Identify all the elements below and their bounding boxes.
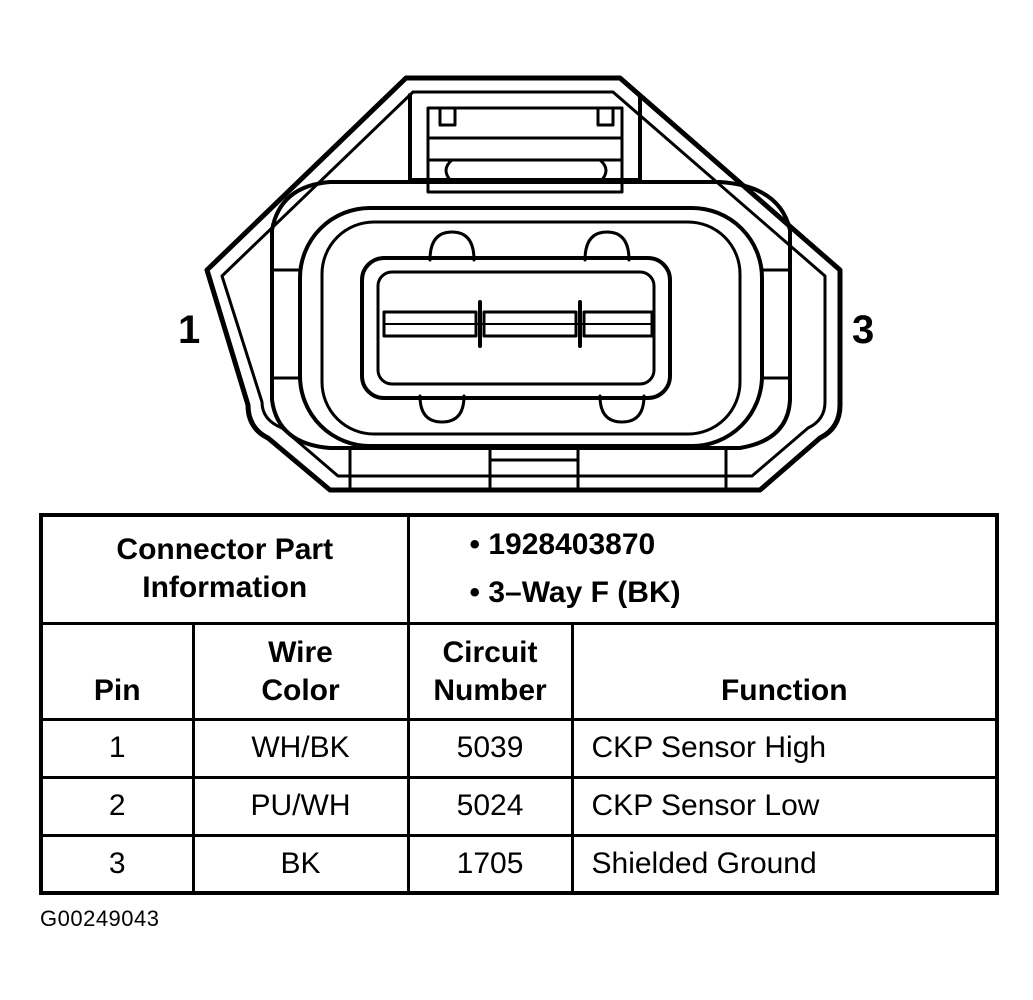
pin-3-label: 3 <box>852 308 875 352</box>
header-wire-color-line: Wire <box>268 635 333 669</box>
connector-info-row: Connector Part Information • 1928403870 … <box>39 513 999 625</box>
connector-info-label: Connector Part Information <box>39 513 410 625</box>
key-bump <box>583 230 631 262</box>
lock-tab-ear <box>596 106 615 127</box>
terminal-cavity-inner <box>376 270 656 386</box>
table-row: 3 BK 1705 Shielded Ground <box>39 833 999 895</box>
cell-wire-color: BK <box>191 833 410 895</box>
cell-pin: 2 <box>39 775 195 837</box>
connector-outer-housing <box>204 75 843 493</box>
connector-side-step-right <box>760 268 792 380</box>
cell-wire-color: PU/WH <box>191 775 410 837</box>
connector-side-step-left <box>270 268 302 380</box>
header-circuit-line: Number <box>433 673 547 707</box>
header-wire-color: Wire Color <box>191 621 410 721</box>
header-wire-color-line: Color <box>261 673 340 707</box>
cell-function: Shielded Ground <box>570 833 999 895</box>
key-bump <box>418 394 466 424</box>
lock-tab-ear <box>438 106 457 127</box>
header-row: Pin Wire Color Circuit Number Function <box>39 621 999 721</box>
figure-id: G00249043 <box>40 906 160 931</box>
connector-outer-housing-inner-edge <box>220 90 827 478</box>
connector-info-label-line: Information <box>142 571 308 605</box>
header-function: Function <box>570 621 999 721</box>
cell-function: CKP Sensor High <box>570 717 999 779</box>
connector-bottom-rib <box>348 446 492 492</box>
connector-body <box>270 180 792 450</box>
cell-function: CKP Sensor Low <box>570 775 999 837</box>
connector-lock-tab-frame <box>426 106 624 194</box>
header-circuit-number: Circuit Number <box>406 621 574 721</box>
header-pin: Pin <box>39 621 195 721</box>
cell-circuit: 5024 <box>406 775 574 837</box>
connector-type: • 3–Way F (BK) <box>469 576 681 610</box>
key-bump <box>598 394 646 424</box>
table-row: 1 WH/BK 5039 CKP Sensor High <box>39 717 999 779</box>
cell-pin: 3 <box>39 833 195 895</box>
key-bump <box>428 230 476 262</box>
connector-inner-frame-edge <box>320 220 742 436</box>
table-row: 2 PU/WH 5024 CKP Sensor Low <box>39 775 999 837</box>
connector-inner-frame <box>298 206 764 448</box>
connector-part-number: • 1928403870 <box>469 528 656 562</box>
terminal-cavity <box>360 256 672 400</box>
pin-1-label: 1 <box>178 308 201 352</box>
header-circuit-line: Circuit <box>442 635 538 669</box>
cell-wire-color: WH/BK <box>191 717 410 779</box>
connector-info-values: • 1928403870 • 3–Way F (BK) <box>406 513 999 625</box>
connector-bottom-rib <box>576 446 728 492</box>
cell-pin: 1 <box>39 717 195 779</box>
cell-circuit: 1705 <box>406 833 574 895</box>
connector-pinout-table: Connector Part Information • 1928403870 … <box>39 513 1000 895</box>
connector-info-label-line: Connector Part <box>116 533 334 567</box>
cell-circuit: 5039 <box>406 717 574 779</box>
connector-drawing <box>204 75 843 493</box>
